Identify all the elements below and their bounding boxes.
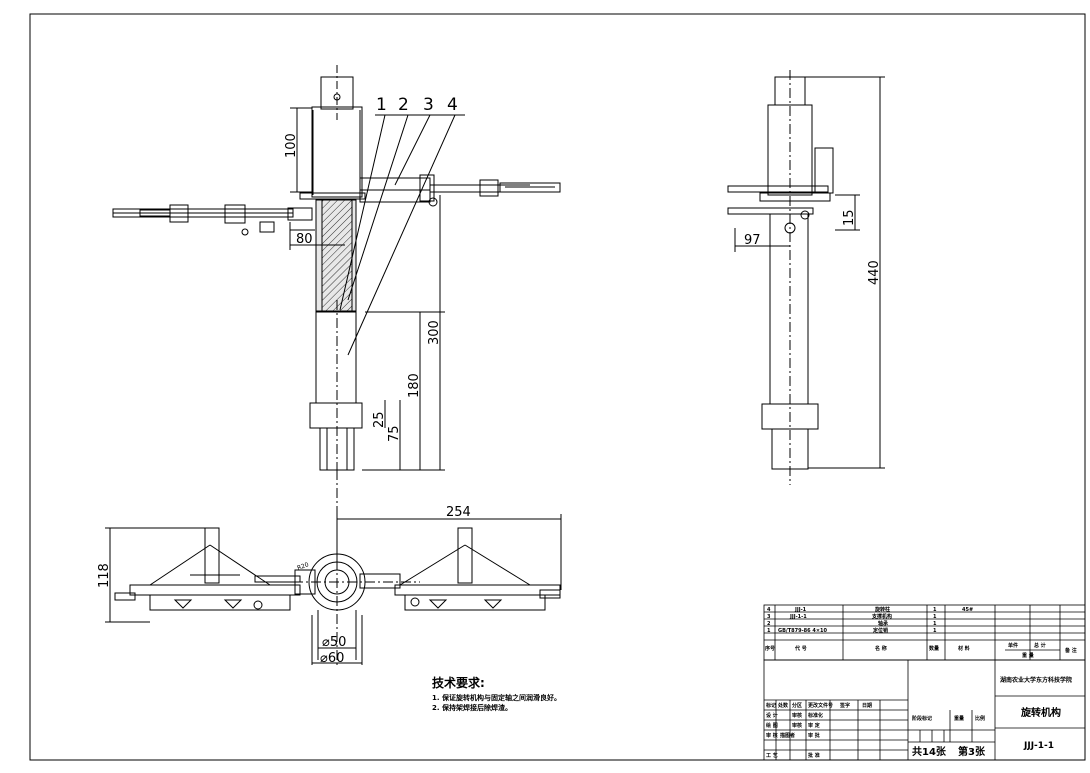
bom-name: 支撑机构 <box>871 613 892 620</box>
dim-75: 75 <box>387 425 402 442</box>
role: 审核 <box>792 722 802 729</box>
bom-hdr-code: 代 号 <box>794 645 807 652</box>
role: 标准化 <box>807 712 823 719</box>
bom-name: 旋转柱 <box>874 606 890 613</box>
bom-hdr-no: 序号 <box>764 645 775 652</box>
rev-hdr: 日期 <box>862 702 872 709</box>
dim-top-100: 100 <box>284 133 299 158</box>
rev-hdr: 更改文件号 <box>808 702 833 709</box>
tech-note-2: 2. 保持架焊接后除焊渣。 <box>432 703 512 712</box>
bom-hdr-weight: 重 量 <box>1022 652 1034 659</box>
dim-tube-300: 300 <box>427 320 442 345</box>
bom-qty: 1 <box>933 628 937 634</box>
role: 工 艺 <box>766 752 778 759</box>
bom-qty: 1 <box>933 614 937 620</box>
bom-qty: 1 <box>933 621 937 627</box>
bom-hdr-total: 总 计 <box>1034 642 1046 649</box>
dim-side-440: 440 <box>867 260 882 285</box>
role: 绘 图 <box>766 722 778 729</box>
bom-material: 45# <box>962 607 973 613</box>
role: 审 核 <box>766 732 778 739</box>
weight-label: 重量 <box>954 715 964 722</box>
role: 审 定 <box>808 722 820 729</box>
sheet-no: 第3张 <box>958 745 986 758</box>
role: 审 批 <box>808 732 820 739</box>
dim-arm-80: 80 <box>296 232 313 247</box>
scale-label: 比例 <box>975 715 985 722</box>
dim-top-254: 254 <box>446 505 471 520</box>
title-block <box>763 659 1086 761</box>
bom-no: 3 <box>767 614 771 620</box>
bom-no: 1 <box>767 628 771 634</box>
tech-note-1: 1. 保证旋转机构与固定轴之间润滑良好。 <box>432 693 561 702</box>
callout-2: 2 <box>398 95 409 115</box>
role: 批 准 <box>808 752 820 759</box>
bom-name: 定位销 <box>872 627 888 634</box>
bom-rows: 4 JJJ-1 旋转柱 1 45# 3 JJJ-1-1 支撑机构 1 2 轴承 … <box>767 606 973 634</box>
role: 设 计 <box>766 712 778 719</box>
callout-3: 3 <box>423 95 434 115</box>
front-view <box>112 65 561 480</box>
dim-radius: R20 <box>296 561 310 572</box>
bom-hdr-name: 名 称 <box>875 645 887 652</box>
top-view <box>105 470 562 665</box>
callout-1: 1 <box>376 95 387 115</box>
stage-label: 阶段标记 <box>912 715 932 722</box>
bom-hdr-qty: 数量 <box>929 645 939 652</box>
bom-no: 4 <box>767 607 771 613</box>
bom-no: 2 <box>767 621 771 627</box>
bom-code: JJJ-1-1 <box>789 614 807 620</box>
rev-hdr: 分区 <box>792 702 802 709</box>
drawing-title: 旋转机构 <box>1020 706 1061 719</box>
bom-qty: 1 <box>933 607 937 613</box>
role: 描图者 <box>779 732 795 739</box>
frame-border <box>29 13 1086 761</box>
bom-code: GB/T879-86 4×10 <box>778 628 828 634</box>
tech-notes-title: 技术要求: <box>432 675 485 690</box>
dim-top-118: 118 <box>97 563 112 588</box>
rev-hdr: 处数 <box>777 702 789 709</box>
side-view <box>727 70 885 485</box>
dim-side-97: 97 <box>744 233 761 248</box>
bom-hdr-single: 单件 <box>1008 642 1018 649</box>
bom-table <box>763 604 1086 661</box>
role-cells: 设 计 审核 标准化 绘 图 审核 审 定 审 核 描图者 审 批 工 艺 批 … <box>766 712 823 759</box>
drawing-code: JJJ-1-1 <box>1023 741 1054 751</box>
dim-phi60: ⌀60 <box>320 651 344 666</box>
bom-hdr-material: 材 料 <box>958 645 970 652</box>
bom-name: 轴承 <box>878 620 888 627</box>
dim-phi50: ⌀50 <box>322 635 346 650</box>
bom-hdr-note: 备 注 <box>1064 647 1077 654</box>
dim-25: 25 <box>372 411 387 428</box>
dim-lower-180: 180 <box>407 373 422 398</box>
rev-hdr: 标记 <box>765 702 776 709</box>
dim-side-15: 15 <box>842 209 857 226</box>
role: 审核 <box>792 712 802 719</box>
org-name: 湖南农业大学东方科技学院 <box>1000 676 1072 684</box>
rev-hdr: 签字 <box>839 702 850 709</box>
callout-4: 4 <box>447 95 458 115</box>
bom-code: JJJ-1 <box>794 607 807 613</box>
bom-header: 序号 代 号 名 称 数量 材 料 单件 总 计 重 量 备 注 <box>764 642 1077 659</box>
sheets-total: 共14张 <box>912 745 947 758</box>
revision-headers: 标记 处数 分区 更改文件号 签字 日期 <box>765 702 872 709</box>
